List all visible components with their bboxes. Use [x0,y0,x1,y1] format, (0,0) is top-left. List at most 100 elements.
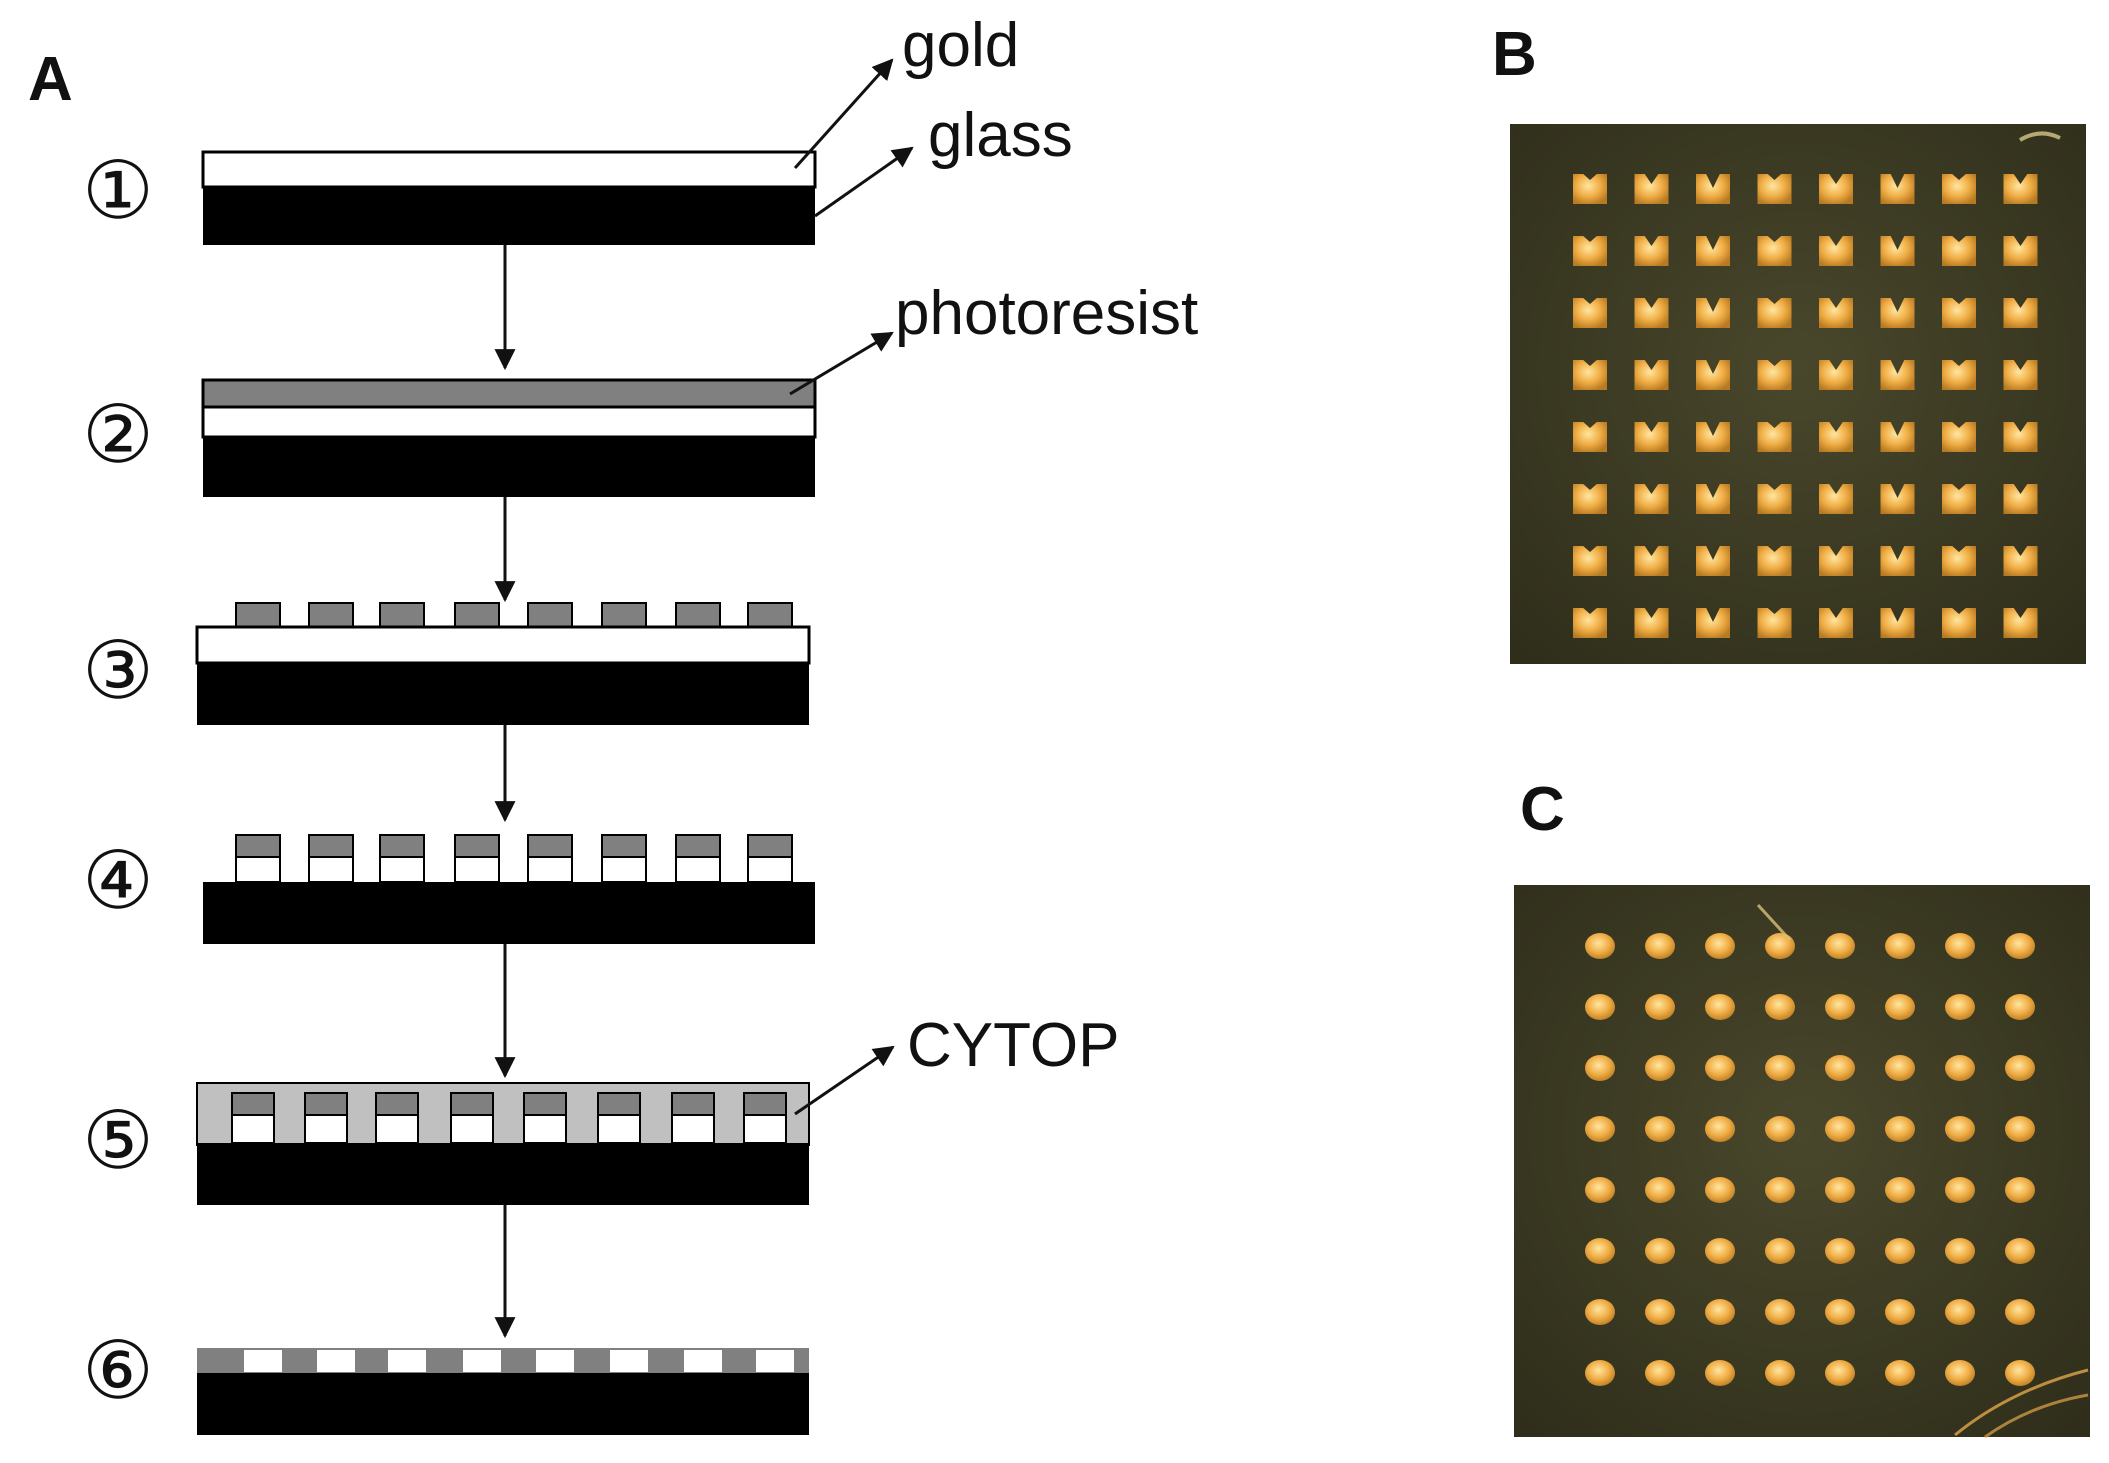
photo-c-pad [1765,1360,1795,1386]
cytop-label: CYTOP [907,1011,1119,1080]
photo-b-pad [1819,298,1853,328]
photo-c-pad [2005,1238,2035,1264]
photo-b-pad [1634,608,1669,638]
photo-b-pad [1696,360,1730,390]
photo-c-pad [2005,1299,2035,1325]
photo-c-pad [1825,1238,1855,1264]
step-6-surface-pattern [197,1348,809,1374]
photo-b-pad [1573,608,1607,638]
photo-b-pad [1573,298,1607,328]
photo-c-pad [2005,1177,2035,1203]
photo-c-pad [1885,1360,1915,1386]
photo-b-pad [1819,422,1853,452]
step-number-6: ⑥ [82,1324,154,1417]
step-5-resist-cap [375,1092,419,1116]
photo-b-pad [1696,298,1730,328]
photo-c-pad [1705,1299,1735,1325]
step-3-glass-layer [197,663,809,725]
step-number-2: ② [82,388,154,481]
step-6-exposed-gold [756,1350,794,1372]
photo-b-pad [1696,236,1730,266]
step-5-resist-cap [304,1092,348,1116]
photo-c-pad [1645,1116,1675,1142]
photo-b-pad [1880,422,1915,452]
step-6-stack [197,1348,809,1435]
step-1-glass-layer [203,187,815,245]
step-5-gold-pillar [523,1114,567,1144]
photo-c-pad [1645,1360,1675,1386]
step-1-stack [201,150,817,245]
photo-panel-b [1510,124,2086,664]
photo-b-pad [2003,422,2038,452]
photo-b-pad [1757,360,1792,390]
photo-b-pad [1819,236,1853,266]
cytop-callout-arrow [794,1045,895,1116]
step-6-exposed-gold [536,1350,574,1372]
photo-c-pad [1945,1055,1975,1081]
step-numbers: ① ② ③ ④ ⑤ ⑥ [82,144,154,1417]
photo-c-pad [1645,1055,1675,1081]
photo-c-pad [1645,1238,1675,1264]
gold-label: gold [902,11,1019,80]
photo-c-pad [1945,1299,1975,1325]
photo-b-pad [1757,174,1792,204]
step-5-gold-pillar [671,1114,715,1144]
photo-panel-c [1514,885,2090,1439]
step-5-cytop-layer [196,1082,810,1146]
photo-b-pad [1634,236,1669,266]
photo-c-pad [1645,1177,1675,1203]
step-5-gold-pillar [597,1114,641,1144]
photo-b-pad [1634,298,1669,328]
photo-c-scratch [1954,1368,2089,1437]
step-3-photoresist-pattern [235,602,793,629]
photo-b-pad [1819,484,1853,514]
photo-b-pad [2003,546,2038,576]
step-number-1: ① [82,144,154,237]
photo-b-pad [1634,546,1669,576]
photo-c-pad [1585,1055,1615,1081]
step-6-exposed-gold [610,1350,648,1372]
photo-b-pad [1634,360,1669,390]
photo-c-pad [2005,994,2035,1020]
photo-c-pad [1705,994,1735,1020]
photo-c-pad [1705,1177,1735,1203]
photo-c-pad [1885,1238,1915,1264]
panel-letter-a: A [28,45,73,114]
photo-c-pad [1825,1055,1855,1081]
photo-b-pad [1942,174,1976,204]
photo-b-pad [1696,608,1730,638]
photo-c-scratch-2 [1984,1393,2089,1439]
photo-b-pad [1880,360,1915,390]
step-6-exposed-gold [317,1350,355,1372]
photo-b-pad [1634,422,1669,452]
photo-c-pad [1765,994,1795,1020]
step-6-exposed-gold [388,1350,426,1372]
photo-c-pad [1585,1116,1615,1142]
panel-letter-b: B [1492,20,1537,89]
photo-b-pad [1696,484,1730,514]
photo-c-pad [1945,933,1975,959]
photo-c-background [1514,885,2090,1437]
photo-c-pad [1765,1055,1795,1081]
photo-c-pad [1945,994,1975,1020]
photo-c-pad [1645,994,1675,1020]
photo-c-pad [1705,1055,1735,1081]
step-3-resist-block [308,602,354,629]
step-3-resist-block [747,602,793,629]
step-5-gold-pillar [304,1114,348,1144]
photo-b-pad [1880,236,1915,266]
glass-label: glass [928,101,1073,170]
glass-callout-arrow [814,146,914,218]
callout-arrows [789,58,914,1116]
photo-c-pad [1885,933,1915,959]
photo-b-pad [1757,484,1792,514]
step-6-exposed-gold [244,1350,282,1372]
photo-b-pad [1942,546,1976,576]
photo-c-fiber [1756,903,1792,942]
photo-b-pad [1573,484,1607,514]
step-4-gold-pillar [675,856,721,883]
photo-c-pad-array [1585,933,2035,1386]
photo-c-pad [1645,1299,1675,1325]
panel-letter-c: C [1520,775,1565,844]
